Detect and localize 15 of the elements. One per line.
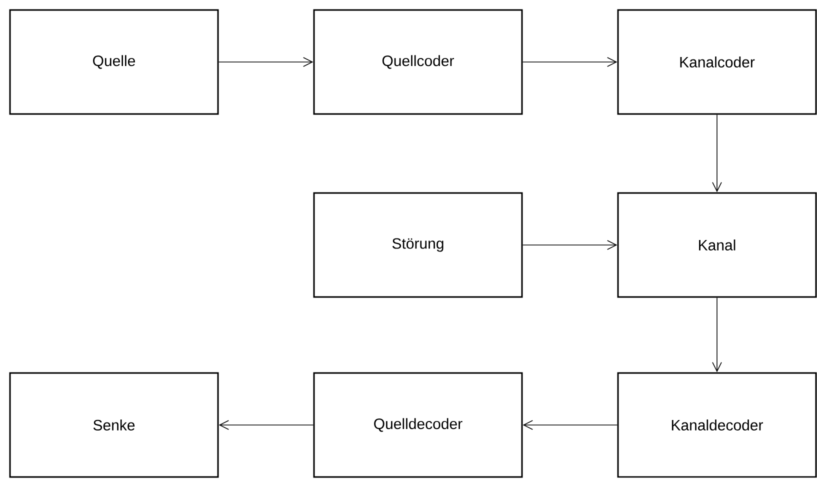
arrow: [522, 420, 618, 430]
arrow: [522, 240, 618, 250]
arrow: [218, 420, 314, 430]
process-box: Störung: [313, 192, 523, 298]
process-box: Kanaldecoder: [617, 372, 817, 478]
process-box: Quelldecoder: [313, 372, 523, 478]
arrow: [522, 57, 618, 67]
process-box: Kanalcoder: [617, 9, 817, 115]
process-box: Kanal: [617, 192, 817, 298]
process-box: Quelle: [9, 9, 219, 115]
arrow: [712, 297, 722, 372]
arrow: [712, 114, 722, 192]
arrow: [218, 57, 314, 67]
process-box: Senke: [9, 372, 219, 478]
process-box: Quellcoder: [313, 9, 523, 115]
